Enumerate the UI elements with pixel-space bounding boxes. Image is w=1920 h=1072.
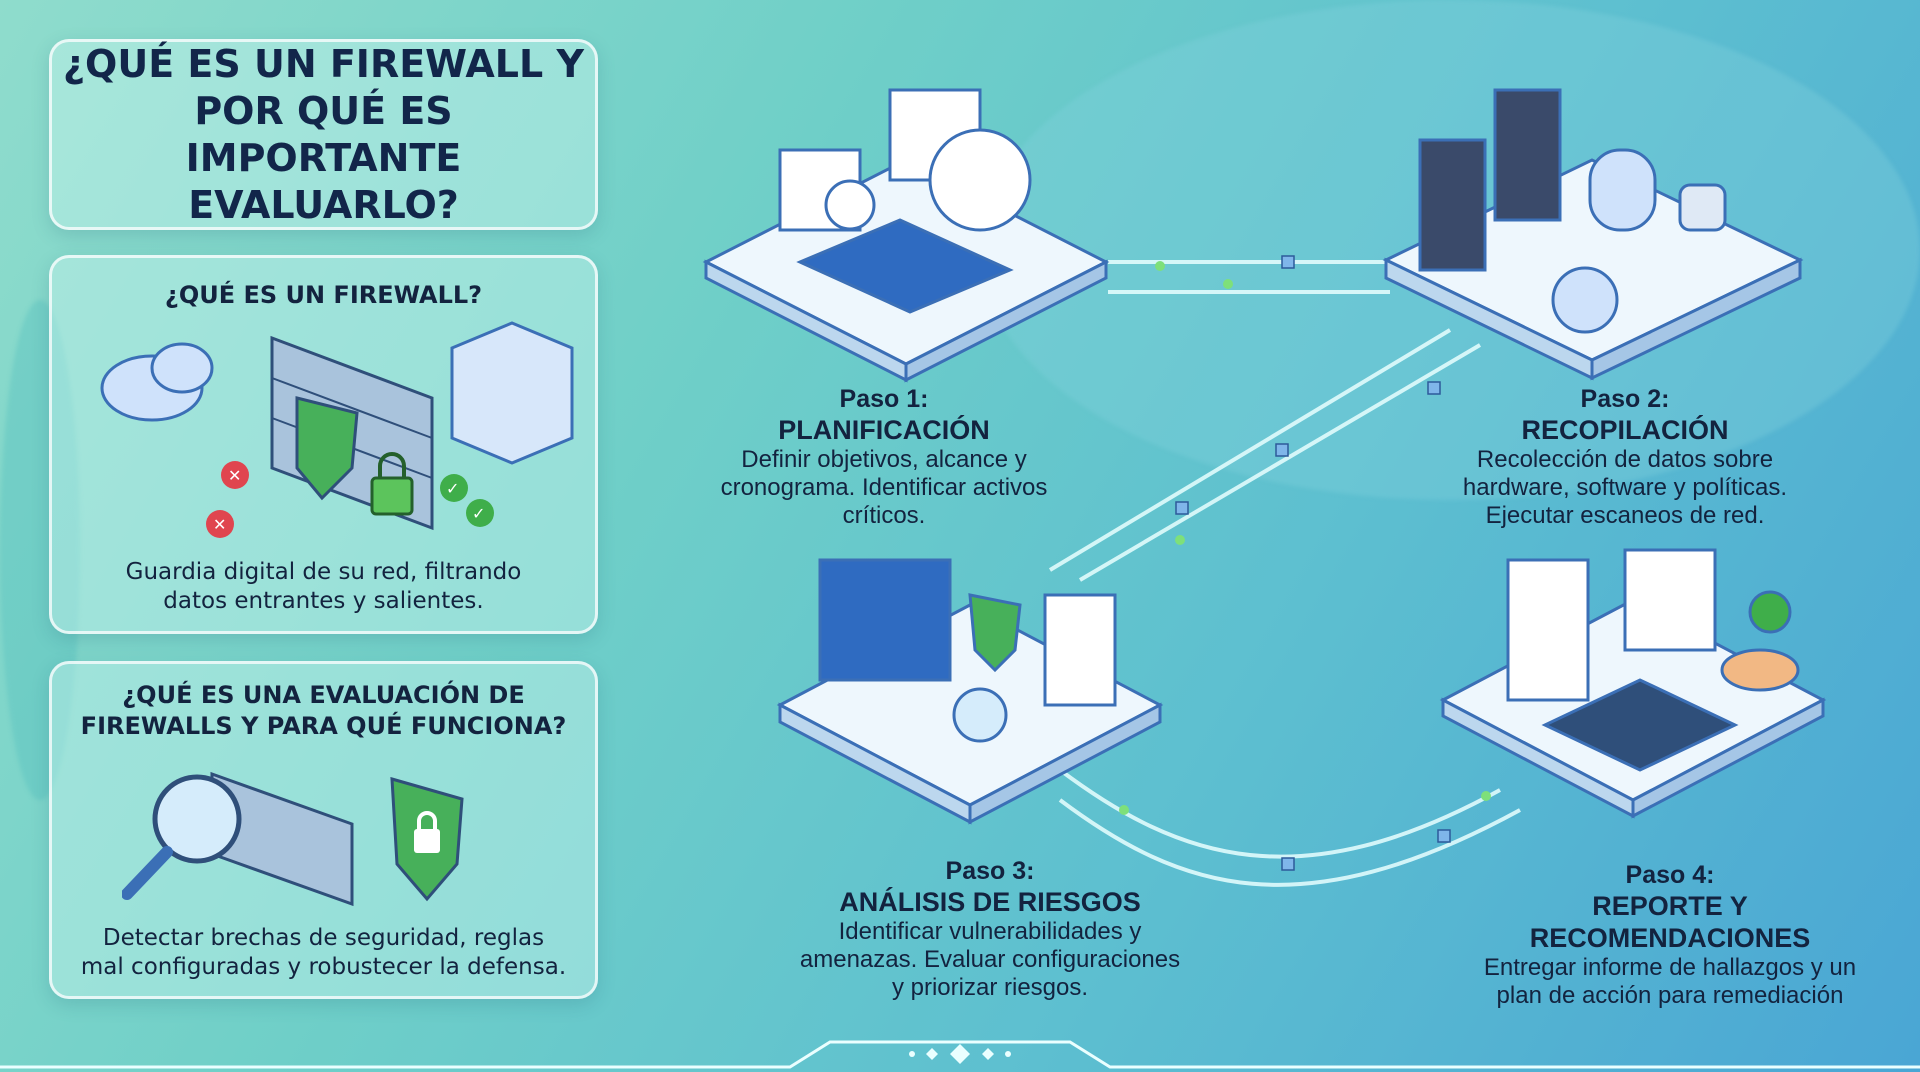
step-number: Paso 2: [1580, 385, 1670, 413]
footer-decoration [0, 1040, 1920, 1069]
step-description: amenazas. Evaluar configuraciones [799, 946, 1181, 973]
shield-icon [295, 396, 359, 501]
report-document-icon [1506, 558, 1590, 702]
server-icon [1493, 88, 1562, 222]
heading-line: ¿QUÉ ES UNA EVALUACIÓN DE [122, 681, 525, 709]
description-line: Detectar brechas de seguridad, reglas [102, 925, 545, 951]
step-number: Paso 1: [839, 385, 929, 413]
step-title: REPORTE Y RECOMENDACIONES [1529, 891, 1811, 953]
description-line: datos entrantes y salientes. [163, 588, 484, 614]
step-description: Recolección de datos sobre [1476, 446, 1774, 473]
handshake-icon [1720, 648, 1800, 692]
shield-lock-icon [390, 776, 464, 902]
svg-text:✕: ✕ [213, 515, 226, 534]
title-line: EVALUARLO? [188, 182, 459, 227]
step-description: Definir objetivos, alcance y [741, 446, 1027, 473]
database-icon [1588, 148, 1657, 232]
svg-text:✕: ✕ [228, 466, 241, 485]
scanner-icon [1678, 183, 1727, 232]
check-icon: ✓✓ [440, 474, 494, 527]
title-line: POR QUÉ ES IMPORTANTE [185, 88, 462, 180]
chart-document-icon [1043, 593, 1117, 707]
step-description: hardware, software y políticas. [1462, 474, 1788, 501]
step-4: Paso 4: REPORTE Y RECOMENDACIONES Entreg… [1450, 860, 1890, 1010]
blocked-icon: ✕✕ [206, 461, 249, 538]
step-description: plan de acción para remediación [1496, 982, 1844, 1009]
firewall-definition-card: ¿QUÉ ES UN FIREWALL? ✕✕ ✓✓ Guardia digit… [49, 255, 598, 634]
step-title: RECOPILACIÓN [1521, 415, 1729, 445]
firewall-illustration: ✕✕ ✓✓ [100, 321, 574, 538]
step-description: y priorizar riesgos. [891, 974, 1089, 1001]
blueprint-icon [796, 218, 1014, 314]
step-description: Ejecutar escaneos de red. [1485, 502, 1765, 529]
step-description: Entregar informe de hallazgos y un [1483, 954, 1857, 981]
office-icon [450, 321, 574, 465]
report-platform [1439, 548, 1827, 819]
firewall-description: Guardia digital de su red, filtrando dato… [52, 558, 595, 616]
magnifier-icon [1551, 266, 1619, 334]
step-title: PLANIFICACIÓN [778, 415, 990, 445]
monitor-icon [818, 558, 952, 682]
title-line: ¿QUÉ ES UN FIREWALL Y [63, 41, 584, 86]
step-description: cronograma. Identificar activos [720, 474, 1048, 501]
heading-line: FIREWALLS Y PARA QUÉ FUNCIONA? [80, 712, 567, 740]
step-3: Paso 3: ANÁLISIS DE RIESGOS Identificar … [770, 856, 1210, 1002]
description-line: mal configuradas y robustecer la defensa… [80, 954, 567, 980]
collection-platform [1382, 88, 1804, 381]
evaluation-card: ¿QUÉ ES UNA EVALUACIÓN DE FIREWALLS Y PAR… [49, 661, 598, 999]
growth-chart-icon [1623, 548, 1717, 652]
planning-platform [702, 88, 1110, 383]
cloud-icon [100, 342, 214, 422]
evaluation-illustration [122, 771, 464, 907]
lock-icon [370, 452, 414, 516]
step-description: críticos. [842, 502, 926, 529]
firewall-heading: ¿QUÉ ES UN FIREWALL? [164, 281, 483, 309]
svg-text:✓: ✓ [472, 504, 485, 523]
clock-icon [928, 128, 1032, 232]
step-2: Paso 2: RECOPILACIÓN Recolección de dato… [1405, 384, 1845, 530]
shield-icon [968, 593, 1022, 673]
tablet-icon [1541, 678, 1739, 772]
evaluation-description: Detectar brechas de seguridad, reglas mal… [52, 924, 595, 982]
description-line: Guardia digital de su red, filtrando [125, 559, 522, 585]
step-title: ANÁLISIS DE RIESGOS [839, 887, 1141, 917]
evaluation-heading: ¿QUÉ ES UNA EVALUACIÓN DE FIREWALLS Y PAR… [52, 680, 595, 742]
step-number: Paso 3: [945, 857, 1035, 885]
svg-text:✓: ✓ [446, 479, 459, 498]
magnifier-icon [122, 774, 242, 900]
check-icon [1748, 590, 1792, 634]
server-icon [1418, 138, 1487, 272]
step-1: Paso 1: PLANIFICACIÓN Definir objetivos,… [664, 384, 1104, 530]
clock-icon [824, 179, 876, 231]
step-description: Identificar vulnerabilidades y [838, 918, 1142, 945]
analysis-platform [776, 558, 1164, 825]
magnifier-icon [952, 687, 1008, 743]
step-number: Paso 4: [1625, 861, 1715, 889]
background-wave [0, 300, 80, 800]
